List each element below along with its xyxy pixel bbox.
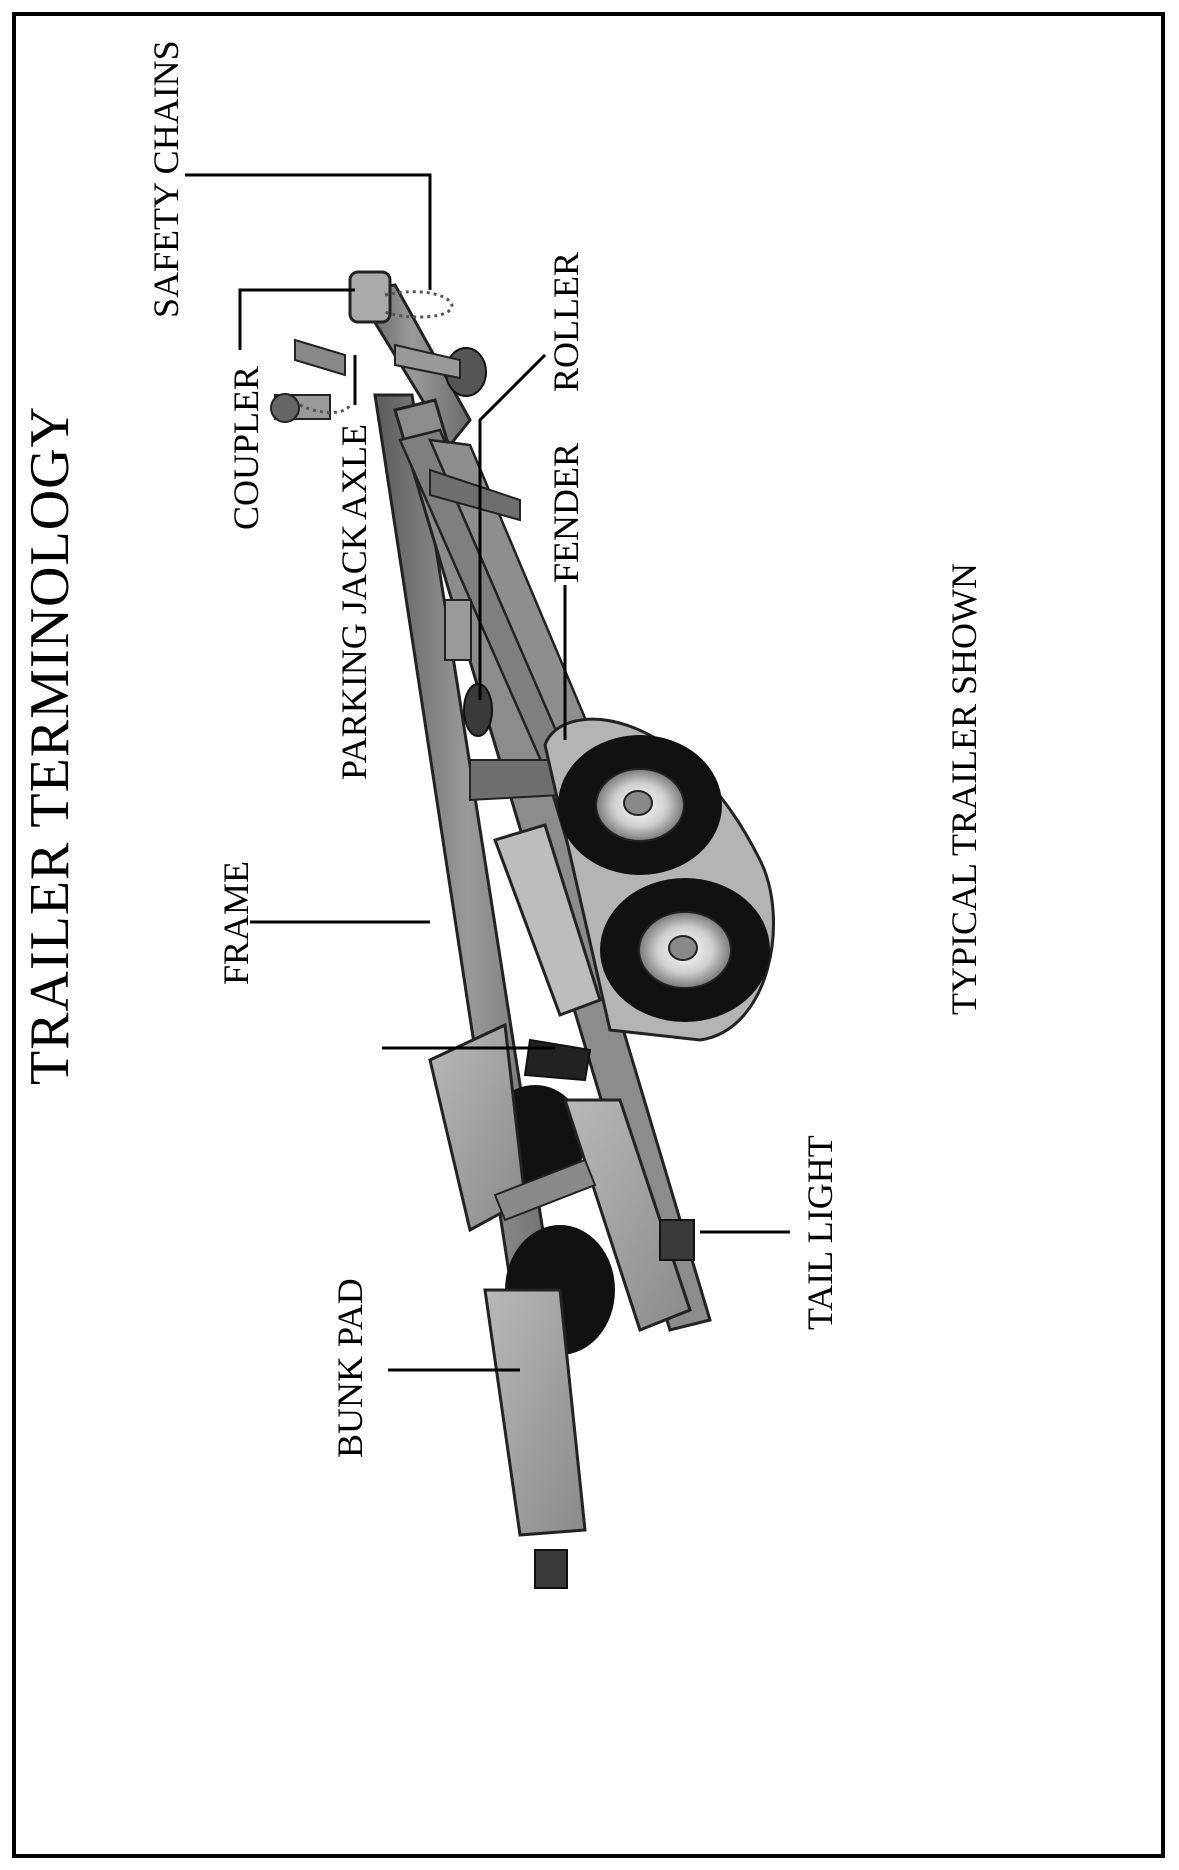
- parking-jack-post: [294, 338, 346, 377]
- tail-light-left: [534, 1549, 568, 1589]
- bunk-pad: [483, 1288, 587, 1537]
- rear-cross-member: [493, 1158, 597, 1222]
- leader-roller: [478, 353, 547, 700]
- label-fender: FENDER: [546, 442, 586, 583]
- cross-member: [429, 468, 521, 522]
- label-tail-light: TAIL LIGHT: [800, 1135, 840, 1330]
- diagram-caption: TYPICAL TRAILER SHOWN: [944, 563, 984, 1015]
- fender-step: [493, 823, 602, 1017]
- label-safety-chains: SAFETY CHAINS: [146, 40, 186, 318]
- label-roller: ROLLER: [546, 252, 586, 392]
- leader-lines: [185, 173, 790, 1372]
- leader-coupler: [238, 288, 355, 350]
- leader-safety-chains: [185, 173, 432, 290]
- label-coupler: COUPLER: [226, 365, 266, 530]
- label-bunk-pad: BUNK PAD: [330, 1278, 370, 1458]
- label-axle: AXLE: [334, 424, 374, 520]
- label-parking-jack: PARKING JACK: [334, 524, 374, 780]
- cross-member-2: [469, 759, 561, 802]
- label-frame: FRAME: [216, 860, 256, 985]
- jack-arm: [394, 343, 461, 380]
- coupler-body: [348, 270, 392, 324]
- tail-light-right: [659, 1219, 695, 1261]
- wheel-front: [558, 735, 722, 875]
- wheel-rear: [600, 878, 770, 1022]
- diagram-title: TRAILER TERMINOLOGY: [19, 405, 81, 1085]
- bunk-board-right: [562, 1098, 692, 1332]
- axle: [523, 1038, 592, 1082]
- roller-icon: [463, 683, 493, 737]
- roller-bracket: [444, 599, 472, 661]
- trailer-illustration: [270, 270, 775, 1589]
- parking-jack-foot: [270, 393, 300, 423]
- safety-chains-icon: [299, 290, 454, 414]
